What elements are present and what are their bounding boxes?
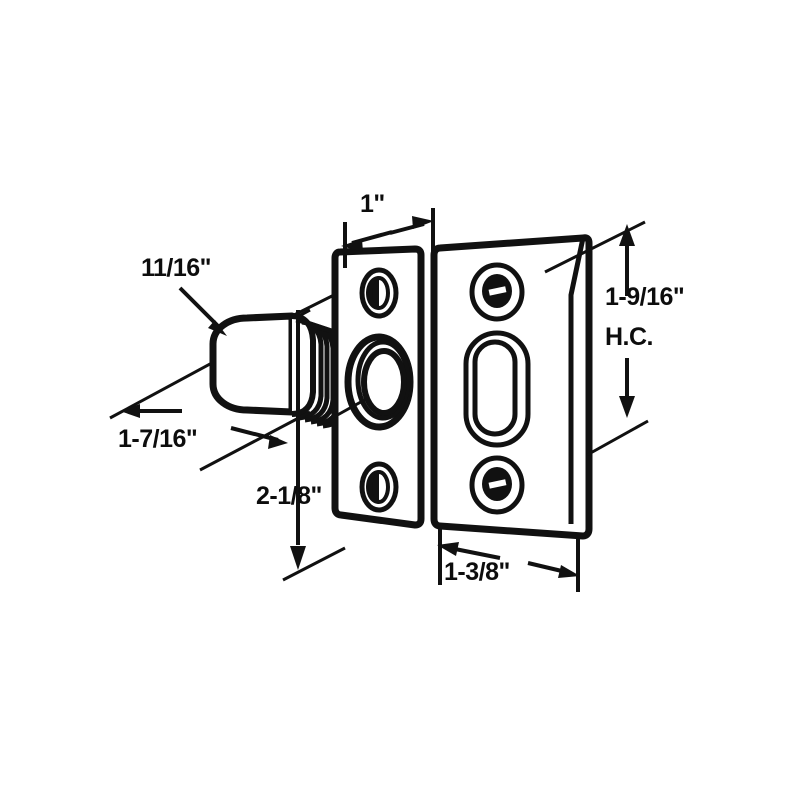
barrel-length-right-arrowhead xyxy=(268,435,288,449)
dimension-barrel-length: 1-7/16" xyxy=(118,404,310,470)
strike-plate-oval-opening xyxy=(466,333,528,445)
dimension-label-strike-width: 1-3/8" xyxy=(444,558,510,586)
barrel-length-ext-lower xyxy=(200,412,310,470)
barrel-diameter-arrowhead xyxy=(208,320,227,336)
dimension-plate-width: 1" xyxy=(341,190,434,268)
strike-plate-screw-hole-bottom xyxy=(472,458,522,512)
strike-height-arrowhead-down xyxy=(619,396,635,418)
plate-height-arrowhead-down xyxy=(290,546,306,570)
dimension-barrel-diameter: 11/16" xyxy=(141,254,227,336)
plate-height-bottom-leader xyxy=(283,548,345,580)
roller-catch-body xyxy=(110,249,421,525)
catch-plate-roller-boss xyxy=(348,337,410,427)
dimension-label-strike-height: 1-9/16" xyxy=(605,283,684,311)
dimension-label-barrel-diameter: 11/16" xyxy=(141,254,211,282)
dimension-label-strike-height-note: H.C. xyxy=(605,323,653,351)
plate-width-left-arrowhead xyxy=(341,239,363,252)
catch-plate-screw-hole-top xyxy=(362,270,396,316)
dimension-label-plate-height: 2-1/8" xyxy=(256,482,322,510)
catch-faceplate-top-edge xyxy=(340,249,415,252)
strike-height-arrowhead-up xyxy=(619,224,635,246)
catch-plate-screw-hole-bottom xyxy=(362,464,396,510)
barrel-length-left-arrowhead xyxy=(120,404,140,418)
strike-width-left-shaft xyxy=(450,548,500,558)
strike-plate-screw-hole-top xyxy=(472,265,522,319)
plate-width-right-arrowhead xyxy=(412,216,434,229)
strike-plate-fold-edge xyxy=(571,238,583,524)
dimension-label-plate-width: 1" xyxy=(360,190,385,218)
strike-width-left-arrowhead xyxy=(437,542,459,556)
strike-width-right-shaft xyxy=(528,563,566,572)
dimension-plate-height: 2-1/8" xyxy=(256,310,345,580)
barrel-to-boss-leader xyxy=(332,398,368,418)
strike-height-bottom-leader xyxy=(587,421,648,455)
thread-coil xyxy=(292,316,313,414)
barrel-nose xyxy=(213,316,292,412)
strike-plate xyxy=(434,238,589,536)
dimension-strike-width: 1-3/8" xyxy=(437,527,580,592)
dimension-label-barrel-length: 1-7/16" xyxy=(118,425,197,453)
dimension-strike-height: 1-9/16" H.C. xyxy=(545,222,685,455)
strike-opening-inner xyxy=(475,342,515,434)
strike-width-right-arrowhead xyxy=(558,565,580,578)
